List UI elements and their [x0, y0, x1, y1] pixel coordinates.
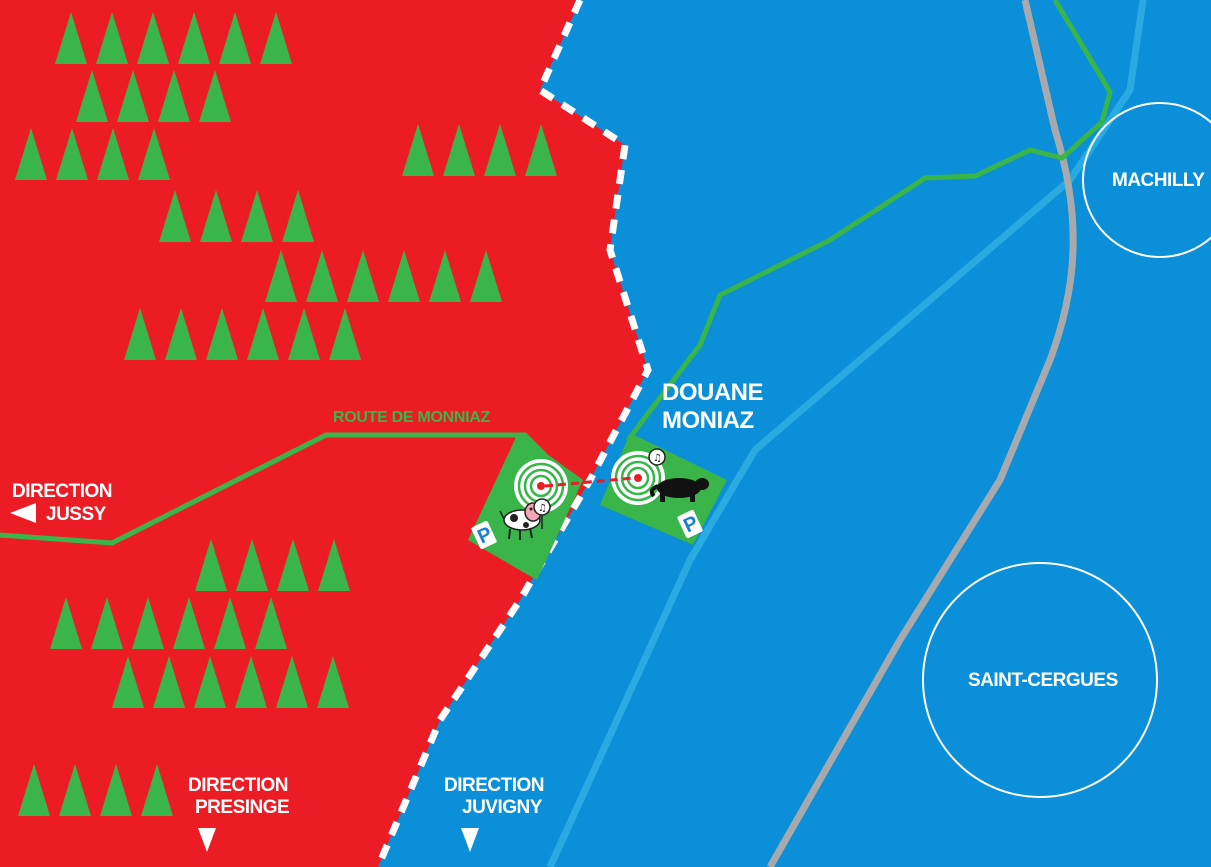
tree-icon [219, 12, 251, 64]
tree-icon [178, 12, 210, 64]
direction-juvigny-line2: JUVIGNY [462, 797, 543, 818]
tree-icon [96, 12, 128, 64]
tree-icon [59, 764, 91, 816]
tree-icon [329, 308, 361, 360]
tree-icon [132, 597, 164, 649]
tree-icon [50, 597, 82, 649]
tree-icon [402, 124, 434, 176]
arrow-down-icon [461, 828, 479, 852]
tree-icon [76, 70, 108, 122]
tree-icon [112, 656, 144, 708]
tree-icon [153, 656, 185, 708]
tree-icon [18, 764, 50, 816]
tree-icon [56, 128, 88, 180]
tree-icon [206, 308, 238, 360]
tree-icon [195, 539, 227, 591]
tree-icon [173, 597, 205, 649]
direction-juvigny-line1: DIRECTION [444, 775, 544, 796]
tree-icon [55, 12, 87, 64]
tree-icon [429, 250, 461, 302]
parking-badge-left: P [471, 520, 497, 550]
concentric-target-icon [514, 459, 568, 513]
music-note-sign-icon: ♫ [533, 498, 551, 529]
forest [15, 12, 557, 816]
direction-jussy-line1: DIRECTION [12, 481, 112, 502]
link-line [544, 476, 635, 488]
tree-icon [159, 190, 191, 242]
arrow-left-icon [10, 503, 36, 523]
tree-icon [276, 656, 308, 708]
arrow-down-icon [198, 828, 216, 852]
svg-text:♫: ♫ [653, 453, 662, 464]
tree-icon [236, 539, 268, 591]
parking-badge-right: P [677, 509, 703, 539]
tree-icon [91, 597, 123, 649]
direction-presinge-line1: DIRECTION [188, 775, 288, 796]
machilly-circle [1082, 102, 1211, 258]
douane-label-line1: DOUANE [662, 379, 763, 406]
tree-icon [200, 190, 232, 242]
tree-icon [265, 250, 297, 302]
tree-icon [282, 190, 314, 242]
tree-icon [199, 70, 231, 122]
route-label: ROUTE DE MONNIAZ [333, 409, 491, 426]
tree-icon [260, 12, 292, 64]
tree-icon [124, 308, 156, 360]
tree-icon [137, 12, 169, 64]
tree-icon [97, 128, 129, 180]
tree-icon [288, 308, 320, 360]
tree-icon [318, 539, 350, 591]
tree-icon [443, 124, 475, 176]
tree-icon [194, 656, 226, 708]
machilly-label: MACHILLY [1112, 170, 1205, 191]
tree-icon [117, 70, 149, 122]
tree-icon [158, 70, 190, 122]
saint-cergues-label: SAINT-CERGUES [968, 670, 1118, 691]
tree-icon [165, 308, 197, 360]
direction-presinge-line2: PRESINGE [195, 797, 289, 818]
railway [766, 0, 1077, 867]
tree-icon [247, 308, 279, 360]
border-line [374, 0, 652, 867]
tree-icon [214, 597, 246, 649]
douane-label-line2: MONIAZ [662, 407, 754, 434]
music-note-sign-icon: ♫ [648, 448, 666, 466]
tree-icon [484, 124, 516, 176]
road-france [626, 0, 1113, 442]
tree-icon [317, 656, 349, 708]
tree-icon [470, 250, 502, 302]
river-main [546, 0, 1147, 867]
svg-text:♫: ♫ [538, 503, 547, 514]
saint-cergues-circle [922, 562, 1158, 798]
tree-icon [255, 597, 287, 649]
tree-icon [347, 250, 379, 302]
tree-icon [525, 124, 557, 176]
tree-icon [15, 128, 47, 180]
tree-icon [100, 764, 132, 816]
tree-icon [138, 128, 170, 180]
tree-icon [306, 250, 338, 302]
tree-icon [241, 190, 273, 242]
route-de-monniaz-road [0, 432, 547, 546]
tree-icon [388, 250, 420, 302]
tree-icon [141, 764, 173, 816]
tree-icon [277, 539, 309, 591]
black-dog-icon [649, 478, 709, 502]
direction-jussy-line2: JUSSY [46, 504, 107, 525]
tree-icon [235, 656, 267, 708]
